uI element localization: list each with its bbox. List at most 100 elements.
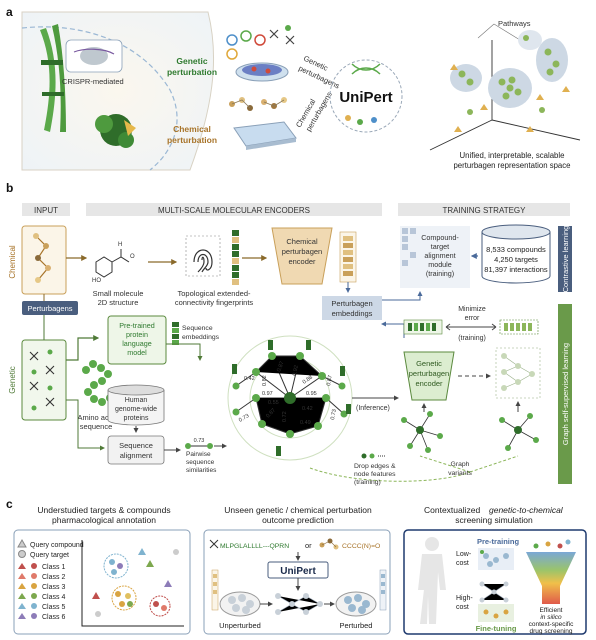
perturbagen-embeddings-line1: Perturbagen: [331, 299, 372, 308]
sequence-alignment-box: Sequence alignment: [107, 435, 165, 465]
arrow-genetic-encoder-to-embeddings: [381, 321, 405, 338]
box3-title-line1-b: genetic-to-chemical: [489, 505, 564, 515]
arrow-genetic-to-plm: [66, 335, 100, 361]
legend-class-6-dot: [31, 613, 37, 619]
pretraining-cells-icon: [478, 548, 514, 570]
box1-title-line2: pharmacological annotation: [52, 515, 156, 525]
alignment-line2: target: [431, 242, 449, 251]
inference-label: (Inference): [356, 405, 390, 412]
legend-class-3-icon: [18, 583, 26, 589]
amino-acid-line1: Amino acid: [77, 413, 114, 422]
genetic-side-label: Genetic: [8, 366, 17, 394]
edge-weight-11: 0.49: [300, 420, 311, 426]
amino-acid-line2: sequence: [80, 422, 113, 431]
graph-ssl-bar: [558, 304, 572, 484]
edge-weight-10: 0.72: [282, 411, 288, 422]
chemical-input-box: Chemical: [8, 225, 67, 295]
db-stat-targets: 4,250 targets: [494, 255, 538, 264]
legend-class-2-dot: [31, 573, 37, 579]
annotation-axes: [81, 540, 184, 627]
efficient-line1: Efficient: [539, 607, 562, 614]
panel-b-label: b: [6, 181, 13, 195]
legend-class-6-icon: [18, 613, 26, 619]
arrow-plm-to-graph: [166, 343, 203, 361]
petri-dish-icon: [235, 62, 289, 82]
seq-embeddings-line1: Sequence: [182, 325, 213, 332]
efficient-line3: context-specific: [529, 621, 575, 628]
chemical-side-label: Chemical: [8, 245, 17, 279]
genetic-input-box: Genetic: [8, 339, 67, 421]
seq-alignment-line1: Sequence: [119, 441, 153, 450]
drop-edges-line2: node features: [354, 471, 396, 478]
edge-weight-12: 0.42: [244, 376, 255, 382]
plm-line3: language: [122, 339, 152, 348]
human-proteins-line3: proteins: [124, 415, 149, 422]
panel-c: c Understudied targets & compounds pharm…: [6, 497, 587, 635]
box2-title-line1: Unseen genetic / chemical perturbation: [224, 505, 372, 515]
box3-title-line2: screening simulation: [455, 515, 533, 525]
legend-class-6: Class 6: [42, 614, 65, 621]
legend-query-target-icon: [18, 550, 26, 558]
chemical-perturbation-line2: perturbation: [167, 135, 217, 145]
fingerprint-icon: [185, 235, 221, 277]
graph-ssl-label: Graph self-supervised learning: [561, 343, 570, 445]
seq-embeddings-line2: embeddings: [182, 334, 220, 341]
unipert-logo-text: UniPert: [339, 89, 392, 106]
genetic-perturbation-line1: Genetic: [176, 56, 207, 66]
legend-class-3-dot: [31, 583, 37, 589]
contrastive-learning-label: Contrastive learning: [561, 226, 570, 293]
protein-similarity-graph: 0.82 0.87 0.92 0.88 0.95 0.97 0.55 0.42 …: [227, 335, 353, 461]
legend-query-compound-icon: [17, 538, 27, 548]
legend-class-1-icon: [18, 563, 26, 569]
edge-weight-6: 0.97: [262, 391, 273, 397]
panel-b: b INPUT MULTI-SCALE MOLECULAR ENCODERS T…: [6, 181, 572, 486]
unperturbed-label: Unperturbed: [219, 621, 261, 630]
graph-variant-2: [499, 413, 539, 451]
reconstructed-vector: [499, 319, 539, 335]
panel-a-label: a: [6, 5, 13, 19]
perturbagen-embeddings-box: [322, 296, 382, 320]
fingerprints-line1: Topological extended-: [178, 289, 251, 298]
alignment-line5: (training): [426, 269, 454, 278]
minimize-error-line3: (training): [458, 335, 486, 342]
pairwise-line3: similarities: [186, 467, 217, 474]
edge-weight-13: 0.73: [238, 413, 250, 424]
arrow-genetic-to-alignment: [66, 399, 105, 451]
edge-weight-9: 0.87: [265, 408, 277, 420]
chemical-molecule-icon: [33, 233, 51, 283]
legend-class-4: Class 4: [42, 594, 65, 601]
unperturbed-cells-icon: [219, 591, 261, 617]
efficient-line4: drug screening: [530, 628, 573, 635]
human-proteins-line2: genome-wide: [115, 406, 157, 413]
sequence-text: MLPGLALLLL---QPRN: [220, 543, 289, 550]
plasmid-icons: [226, 25, 295, 60]
graph-variants-line2: variants: [448, 470, 472, 477]
legend-class-5-icon: [18, 603, 26, 609]
alignment-line3: alignment: [424, 251, 455, 260]
protein-target-icon: [95, 114, 136, 148]
smiles-text: CCCC(N)=O: [342, 543, 380, 550]
efficient-line2: in silico: [540, 614, 562, 621]
genetic-perturbation-line2: perturbation: [167, 67, 217, 77]
high-cost-line1: High-: [456, 595, 473, 602]
space-caption-line2: perturbagen representation space: [453, 161, 570, 170]
svg-text:HO: HO: [92, 278, 101, 284]
legend-class-1: Class 1: [42, 564, 65, 571]
alignment-line4: module: [428, 260, 452, 269]
database-icon: 8,533 compounds 4,250 targets 81,397 int…: [481, 224, 551, 284]
perturbagens-badge-text: Perturbagens: [27, 304, 72, 313]
pairwise-line1: Pairwise: [186, 451, 211, 458]
panel-a: a CRISPR-mediated: [6, 5, 581, 171]
alignment-line1: Compound-: [421, 233, 459, 242]
plm-line1: Pre-trained: [119, 321, 155, 330]
plm-line2: protein: [126, 330, 148, 339]
legend-class-5: Class 5: [42, 604, 65, 611]
embedding-column-right: [379, 569, 387, 611]
svg-text:H: H: [118, 242, 122, 248]
legend-query-target: Query target: [30, 552, 69, 559]
unipert-logo-c: UniPert: [280, 566, 316, 577]
minimize-error-line1: Minimize: [458, 306, 486, 313]
network-icon-c: [275, 593, 323, 615]
perturbagens-badge: [22, 301, 78, 315]
